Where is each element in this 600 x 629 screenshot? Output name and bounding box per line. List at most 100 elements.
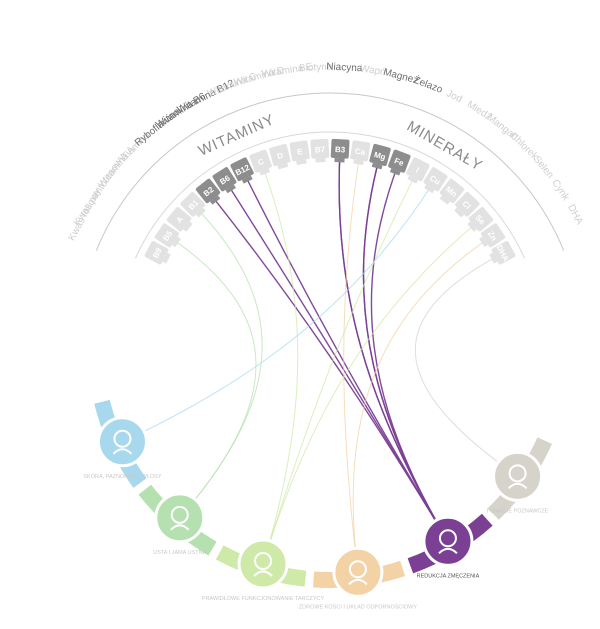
tab-body: [154, 223, 180, 248]
node-circle: [237, 538, 289, 590]
tab-notch: [454, 207, 465, 218]
nutrient-label-fe: Żelazo: [412, 73, 445, 96]
tab-code: C: [257, 157, 266, 168]
tab-code: D: [276, 151, 284, 161]
link-b6-fatigue: [224, 180, 449, 542]
link-c-energy: [260, 162, 299, 565]
nutrient-tab-cl[interactable]: Cl: [451, 191, 480, 220]
node-circle: [492, 450, 544, 502]
nutrient-tab-ca[interactable]: Ca: [349, 140, 371, 165]
function-node-brain[interactable]: FUNKCJE POZNAWCZE: [487, 450, 549, 514]
nutrient-tab-se[interactable]: Se: [465, 206, 494, 235]
outer-arc: [95, 92, 565, 251]
tab-code: Fe: [393, 156, 405, 168]
inner-arc: [134, 131, 526, 259]
tab-body: [249, 149, 272, 173]
node-circle: [422, 515, 474, 567]
tab-code: I: [414, 166, 420, 175]
tab-notch: [241, 175, 253, 184]
lips-icon: [170, 505, 190, 531]
link-b1-mouth: [179, 205, 263, 519]
tab-notch: [467, 221, 477, 232]
nutrient-tab-b5[interactable]: B5: [154, 223, 183, 251]
link-mg-fatigue: [362, 156, 449, 542]
nutrient-label-zn: Cynk: [549, 178, 571, 204]
tab-body: [166, 207, 192, 232]
tab-notch: [371, 162, 383, 170]
link-dha-brain: [414, 253, 518, 477]
nutrient-tab-b9[interactable]: B9: [144, 240, 173, 267]
nutrient-tab-b6[interactable]: B6: [212, 166, 240, 195]
function-label-immune: ZDROWE KOŚCI I UKŁAD ODPORNOŚCIOWY: [299, 602, 418, 610]
tab-body: [144, 241, 169, 265]
tab-notch: [407, 175, 419, 184]
link-cu-skin: [122, 180, 436, 443]
tab-notch: [353, 159, 364, 165]
nutrient-tab-d[interactable]: D: [269, 143, 292, 171]
nutrient-tab-e[interactable]: E: [289, 140, 310, 165]
tab-body: [350, 140, 371, 162]
tab-code: B7: [315, 145, 326, 155]
nutrient-tab-b12[interactable]: B12: [230, 157, 256, 186]
tab-code: Mg: [373, 150, 387, 162]
function-node-mouth[interactable]: USTA I JAMA USTNA: [153, 492, 207, 556]
tab-body: [480, 223, 506, 248]
nutrient-label-ca: Wapń: [359, 63, 386, 78]
nutrient-tab-a[interactable]: A: [166, 206, 195, 235]
nutrient-tab-b7[interactable]: B7: [310, 138, 330, 163]
nutrient-label-se: Selen: [531, 154, 556, 181]
function-node-fatigue[interactable]: REDUKCJA ZMĘCZENIA: [417, 515, 480, 579]
link-zn-immune: [352, 235, 493, 573]
function-node-skin[interactable]: SKÓRA, PAZNOKCIE I WŁOSY: [83, 416, 162, 480]
tab-notch: [315, 157, 326, 163]
function-node-immune[interactable]: ZDROWE KOŚCI I UKŁAD ODPORNOŚCIOWY: [299, 546, 418, 610]
tab-notch: [439, 195, 451, 205]
nutrient-tab-dha[interactable]: DHA: [487, 240, 516, 267]
link-se-energy: [262, 219, 481, 565]
tab-code: B3: [335, 145, 346, 155]
function-node-energy[interactable]: PRAWIDŁOWE FUNKCJONOWANIE TARCZYCY: [202, 538, 325, 602]
brain-icon: [507, 464, 528, 490]
tab-body: [310, 138, 330, 159]
nutrient-tab-b1[interactable]: B1: [180, 191, 209, 220]
link-b3-fatigue: [338, 150, 449, 542]
tab-body: [439, 178, 465, 204]
nutrient-tab-i[interactable]: I: [404, 157, 430, 186]
nutrient-tab-b3[interactable]: B3: [330, 138, 350, 163]
nutrient-tab-mn[interactable]: Mn: [437, 178, 465, 207]
tab-body: [195, 178, 221, 204]
link-i-energy: [262, 170, 418, 565]
nutrient-outer-arc: [95, 92, 565, 259]
tab-notch: [489, 252, 498, 264]
tab-notch: [259, 168, 271, 176]
nutrient-tab-fe[interactable]: Fe: [386, 149, 411, 177]
link-b2-fatigue: [208, 191, 449, 542]
links-layer: [122, 150, 518, 573]
nutrient-tab-c[interactable]: C: [249, 149, 274, 177]
tab-notch: [389, 168, 401, 176]
nutrient-label-dha: DHA: [565, 203, 585, 227]
tab-notch: [277, 162, 289, 170]
tab-body: [388, 149, 411, 173]
tab-notch: [195, 207, 206, 218]
function-label-energy: PRAWIDŁOWE FUNKCJONOWANIE TARCZYCY: [202, 596, 325, 602]
link-b5-mouth: [167, 235, 257, 519]
nutrient-tab-cu[interactable]: Cu: [421, 166, 449, 195]
nutrient-label-i: Jod: [444, 88, 463, 105]
tab-notch: [172, 236, 181, 248]
tab-body: [230, 157, 254, 182]
nutrient-tab-mg[interactable]: Mg: [368, 143, 391, 171]
nutrient-tab-b2[interactable]: B2: [195, 178, 223, 207]
tab-code: Ca: [354, 147, 366, 158]
tab-body: [180, 192, 206, 217]
thyroid-icon: [253, 551, 273, 577]
tab-body: [468, 207, 494, 232]
tab-notch: [162, 252, 171, 264]
tab-notch: [334, 157, 345, 163]
tab-notch: [183, 221, 193, 232]
node-circle: [332, 546, 384, 598]
nutrient-tab-zn[interactable]: Zn: [477, 223, 506, 251]
function-label-skin: SKÓRA, PAZNOKCIE I WŁOSY: [83, 473, 161, 480]
